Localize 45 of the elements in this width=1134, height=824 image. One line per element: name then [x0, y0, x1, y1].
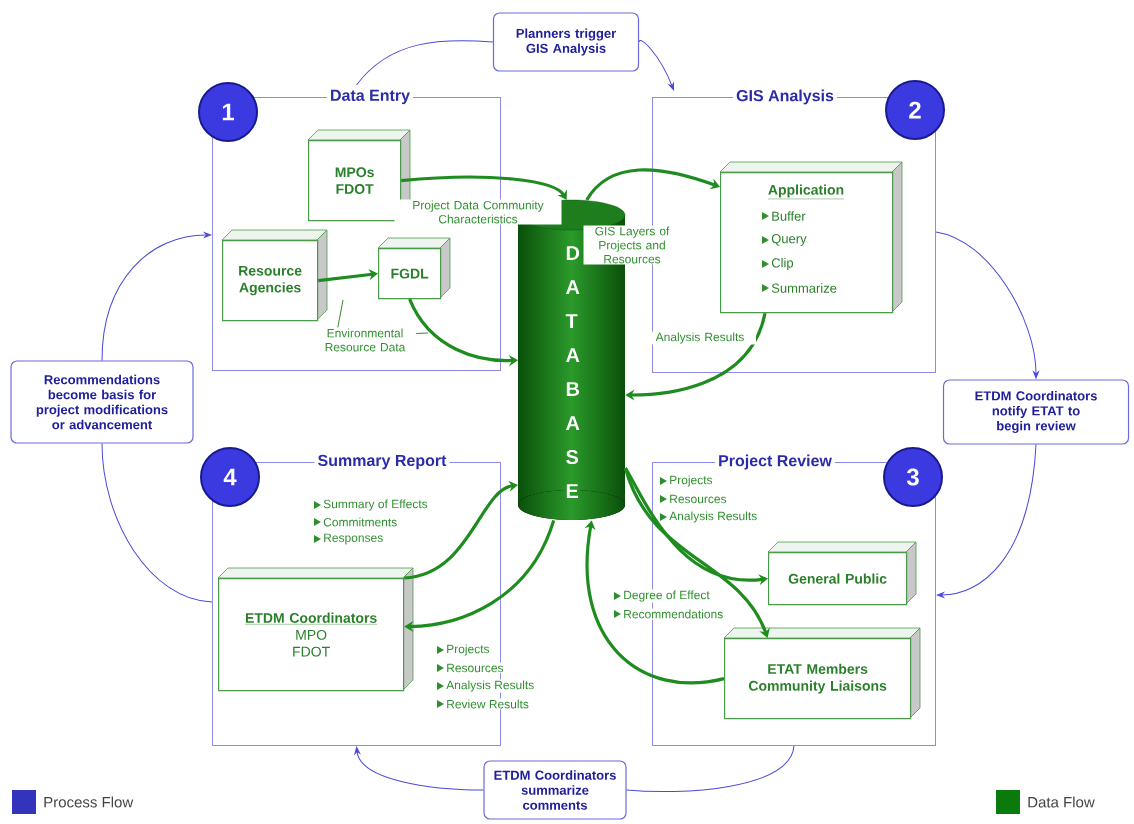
flow-arrow — [638, 40, 675, 91]
leader-line — [415, 332, 429, 334]
bullet-item: Analysis Results — [660, 510, 759, 524]
legend-label: Data Flow — [1028, 796, 1095, 808]
flow-arrow — [101, 232, 212, 361]
bullet-item: Commitments — [314, 516, 399, 528]
process-box: General Public — [767, 541, 917, 606]
flow-arrow — [318, 269, 378, 283]
flow-arrow — [401, 175, 567, 200]
flow-line — [356, 40, 494, 86]
flow-arrow — [936, 444, 1037, 598]
process-note-box: Planners trigger GIS Analysis — [492, 12, 640, 72]
leader-line — [337, 299, 344, 328]
flow-arrow — [403, 480, 518, 580]
bullet-item: Resources — [660, 493, 728, 505]
bullet-item: Summary of Effects — [314, 498, 429, 512]
process-note-box: ETDM Coordinators summarize comments — [483, 760, 627, 820]
bullet-item: Analysis Results — [437, 679, 536, 693]
legend-label: Process Flow — [44, 796, 134, 808]
flow-line — [626, 745, 795, 793]
bullet-item: Projects — [437, 643, 491, 657]
edge-label: Project Data Community Characteristics — [394, 199, 562, 225]
flow-arrow — [623, 467, 770, 638]
process-box: ETDM Coordinators MPO FDOT — [217, 567, 414, 692]
flow-arrow — [585, 168, 720, 201]
process-box: Resource Agencies — [221, 229, 328, 322]
bullet-item: Projects — [660, 474, 714, 488]
process-box: FGDL — [377, 237, 451, 300]
flow-arrow — [935, 231, 1039, 379]
process-box: ETAT Members Community Liaisons — [723, 627, 921, 720]
flow-arrow — [354, 746, 484, 791]
bullet-item: Degree of Effect — [614, 589, 711, 603]
bullet-item: Review Results — [437, 698, 530, 710]
bullet-item: Resources — [437, 662, 505, 674]
flow-arrow — [404, 519, 556, 633]
process-note-box: ETDM Coordinators notify ETAT to begin review — [942, 379, 1130, 445]
process-box: Application Buffer Query Clip Summarize — [719, 161, 903, 314]
process-note-box: Recommendations become basis for project modifications or advancement — [10, 360, 194, 444]
flow-line — [101, 443, 213, 603]
process-box: MPOs FDOT — [307, 129, 411, 222]
edge-label: GIS Layers of Projects and Resources — [583, 225, 681, 265]
annotation-text: Environmental Resource Data — [325, 328, 406, 352]
edge-label: Analysis Results — [644, 331, 756, 345]
bullet-item: Recommendations — [614, 608, 725, 620]
bullet-item: Responses — [314, 532, 385, 546]
